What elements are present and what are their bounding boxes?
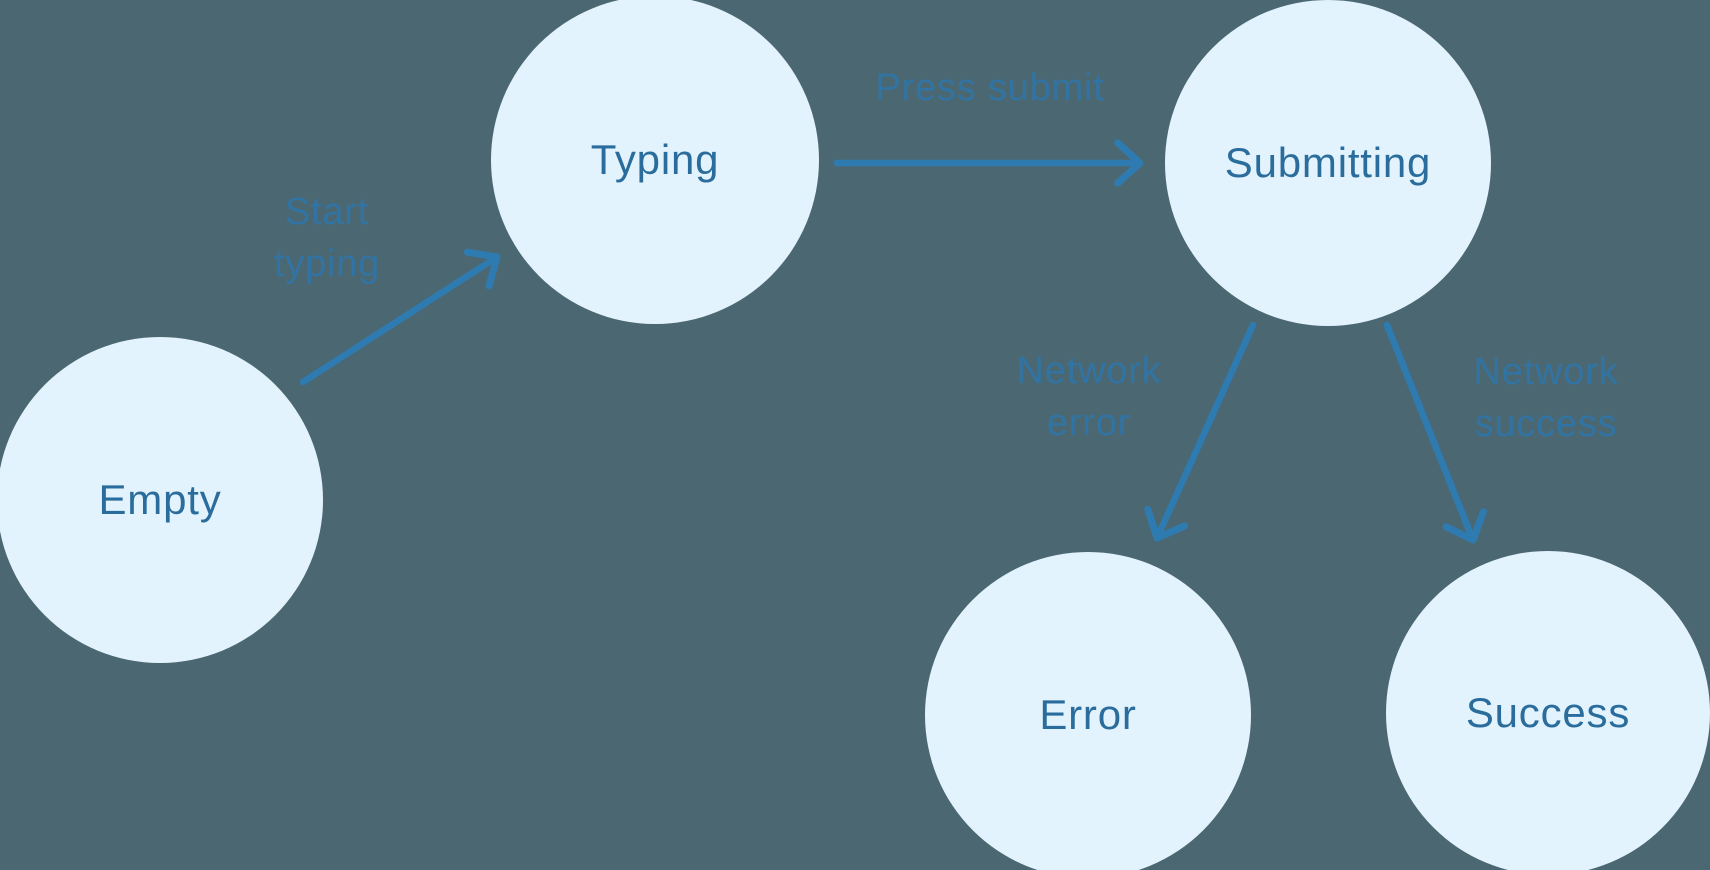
transition-arrow-start-typing[interactable]	[299, 248, 501, 386]
transition-label-press-submit: Press submit	[875, 67, 1105, 109]
transition-label-network-success: Network success	[1473, 351, 1619, 445]
transition-arrow-network-error[interactable]	[1144, 321, 1257, 542]
transition-arrow-press-submit[interactable]	[833, 139, 1144, 187]
state-node-success[interactable]: Success	[1386, 551, 1710, 870]
state-node-error[interactable]: Error	[925, 552, 1251, 870]
arrowhead-icon	[1144, 505, 1188, 542]
state-label-submitting: Submitting	[1224, 139, 1432, 186]
arrowhead-icon	[463, 248, 501, 290]
state-label-typing: Typing	[590, 136, 720, 183]
transition-label-network-error: Network error	[1016, 350, 1162, 444]
state-label-success: Success	[1465, 689, 1631, 736]
state-node-empty[interactable]: Empty	[0, 337, 323, 663]
transition-arrow-network-success[interactable]	[1383, 321, 1487, 544]
state-node-typing[interactable]: Typing	[491, 0, 819, 324]
state-label-empty: Empty	[98, 476, 222, 523]
state-label-error: Error	[1039, 691, 1137, 738]
arrowhead-icon	[1442, 508, 1487, 544]
transition-label-start-typing: Start typing	[273, 191, 381, 285]
state-node-submitting[interactable]: Submitting	[1165, 0, 1491, 326]
arrowhead-icon	[1114, 139, 1144, 187]
